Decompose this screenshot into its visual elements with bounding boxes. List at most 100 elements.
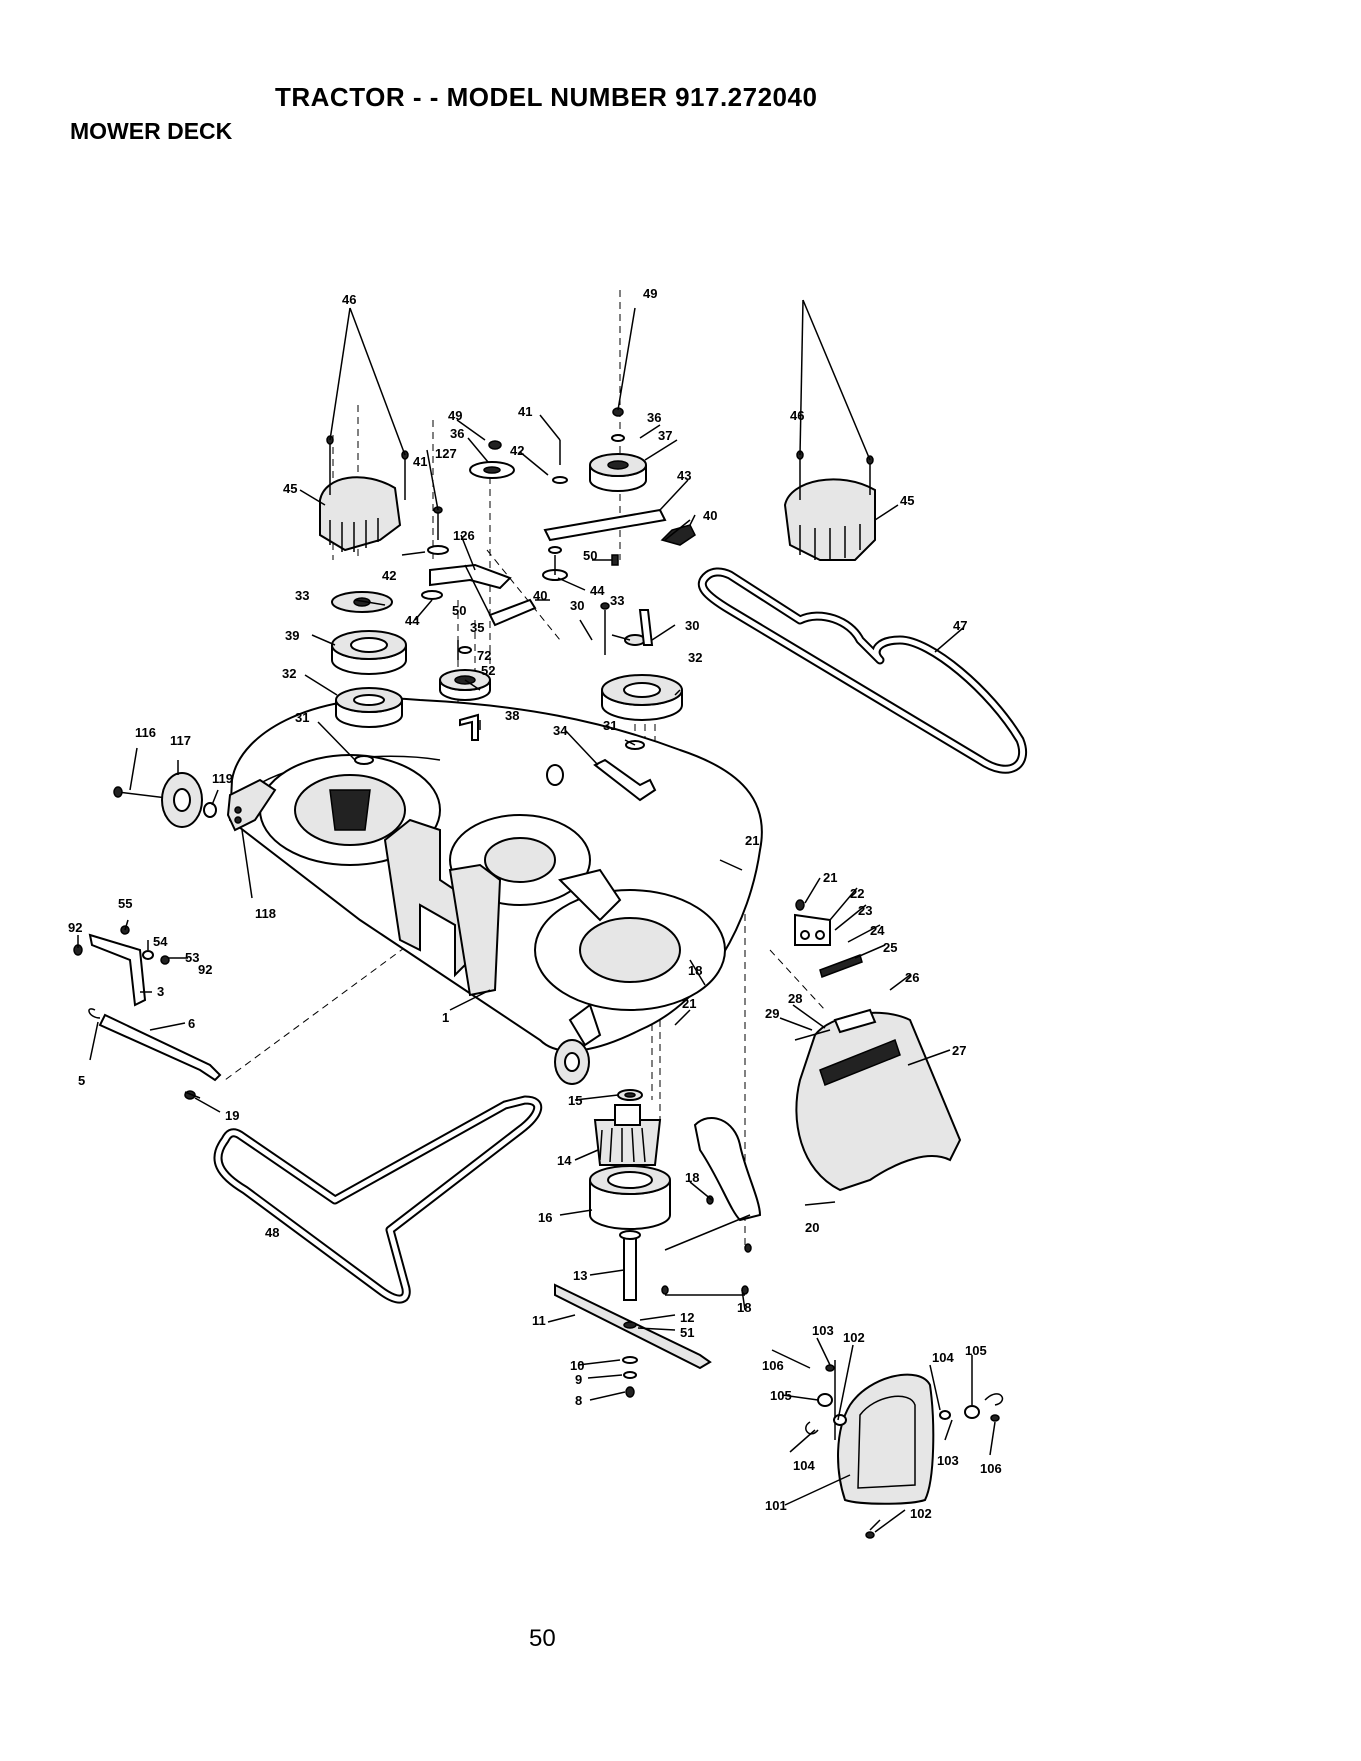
callout-32: 32 [688, 650, 702, 665]
callout-36: 36 [647, 410, 661, 425]
callout-106: 106 [980, 1461, 1002, 1476]
callout-32: 32 [282, 666, 296, 681]
callout-30: 30 [685, 618, 699, 633]
callout-46: 46 [342, 292, 356, 307]
callout-6: 6 [188, 1016, 195, 1031]
callout-102: 102 [843, 1330, 865, 1345]
callout-43: 43 [677, 468, 691, 483]
callout-117: 117 [170, 733, 191, 748]
callout-49: 49 [643, 286, 657, 301]
callout-38: 38 [505, 708, 519, 723]
callout-51: 51 [680, 1325, 694, 1340]
callout-28: 28 [788, 991, 802, 1006]
callout-21: 21 [823, 870, 837, 885]
callout-11: 11 [532, 1313, 546, 1328]
callout-105: 105 [965, 1343, 987, 1358]
callout-12: 12 [680, 1310, 694, 1325]
callout-45: 45 [900, 493, 914, 508]
callout-103: 103 [812, 1323, 834, 1338]
deck-wheels [554, 1003, 602, 1085]
callout-15: 15 [568, 1093, 582, 1108]
callout-39: 39 [285, 628, 299, 643]
chute-hinge-bracket [794, 899, 863, 978]
pulley-assembly-right [535, 407, 696, 802]
callout-37: 37 [658, 428, 672, 443]
callout-127: 127 [435, 446, 457, 461]
callout-92: 92 [68, 920, 82, 935]
callout-92: 92 [198, 962, 212, 977]
callout-104: 104 [793, 1458, 815, 1473]
callout-105: 105 [770, 1388, 792, 1403]
callout-101: 101 [765, 1498, 787, 1513]
callout-31: 31 [603, 718, 617, 733]
callout-47: 47 [953, 618, 967, 633]
callout-26: 26 [905, 970, 919, 985]
discharge-chute [794, 1008, 962, 1192]
callout-13: 13 [573, 1268, 587, 1283]
callout-30: 30 [570, 598, 584, 613]
callout-116: 116 [135, 725, 156, 740]
callout-41: 41 [413, 454, 427, 469]
callout-18: 18 [737, 1300, 751, 1315]
page-title: TRACTOR - - MODEL NUMBER 917.272040 [275, 82, 818, 112]
section-title: MOWER DECK [70, 118, 233, 144]
callout-102: 102 [910, 1506, 932, 1521]
callout-52: 52 [481, 663, 495, 678]
callout-44: 44 [405, 613, 420, 628]
pulley-assembly-left [331, 591, 407, 765]
callout-103: 103 [937, 1453, 959, 1468]
callout-35: 35 [470, 620, 484, 635]
mower-blade [554, 1283, 712, 1398]
callout-21: 21 [682, 996, 696, 1011]
callout-126: 126 [453, 528, 475, 543]
callout-18: 18 [688, 963, 702, 978]
callout-48: 48 [265, 1225, 279, 1240]
callout-44: 44 [590, 583, 605, 598]
callout-10: 10 [570, 1358, 584, 1373]
callout-41: 41 [518, 404, 532, 419]
callout-50: 50 [583, 548, 597, 563]
callout-104: 104 [932, 1350, 954, 1365]
page-number: 50 [529, 1625, 556, 1652]
callout-31: 31 [295, 710, 309, 725]
callout-16: 16 [538, 1210, 552, 1225]
callout-34: 34 [553, 723, 568, 738]
callout-33: 33 [610, 593, 624, 608]
callout-9: 9 [575, 1372, 582, 1387]
callout-36: 36 [450, 426, 464, 441]
callout-49: 49 [448, 408, 462, 423]
anti-scalp-wheel-117 [113, 772, 277, 832]
belt-guard-left [319, 435, 409, 552]
callout-24: 24 [870, 923, 885, 938]
callout-53: 53 [185, 950, 199, 965]
callout-42: 42 [510, 443, 524, 458]
belt-guard-right [783, 450, 876, 561]
callout-25: 25 [883, 940, 897, 955]
callout-106: 106 [762, 1358, 784, 1373]
callout-54: 54 [153, 934, 168, 949]
callout-55: 55 [118, 896, 132, 911]
callout-5: 5 [78, 1073, 85, 1088]
callout-33: 33 [295, 588, 309, 603]
callout-3: 3 [157, 984, 164, 999]
front-link-bracket [73, 925, 222, 1100]
v-belt-48 [213, 1095, 542, 1304]
callout-27: 27 [952, 1043, 966, 1058]
callout-22: 22 [850, 886, 864, 901]
callout-40: 40 [703, 508, 717, 523]
callout-21: 21 [745, 833, 759, 848]
callout-23: 23 [858, 903, 872, 918]
callout-29: 29 [765, 1006, 779, 1021]
callout-1: 1 [442, 1010, 449, 1025]
callout-8: 8 [575, 1393, 582, 1408]
blade-spindle-assembly [589, 1089, 671, 1301]
callout-50: 50 [452, 603, 466, 618]
callout-20: 20 [805, 1220, 819, 1235]
callout-45: 45 [283, 481, 297, 496]
v-belt-47 [697, 567, 1028, 774]
leader-lines [77, 299, 996, 1533]
callout-118: 118 [255, 906, 276, 921]
callout-42: 42 [382, 568, 396, 583]
callout-119: 119 [212, 771, 233, 786]
